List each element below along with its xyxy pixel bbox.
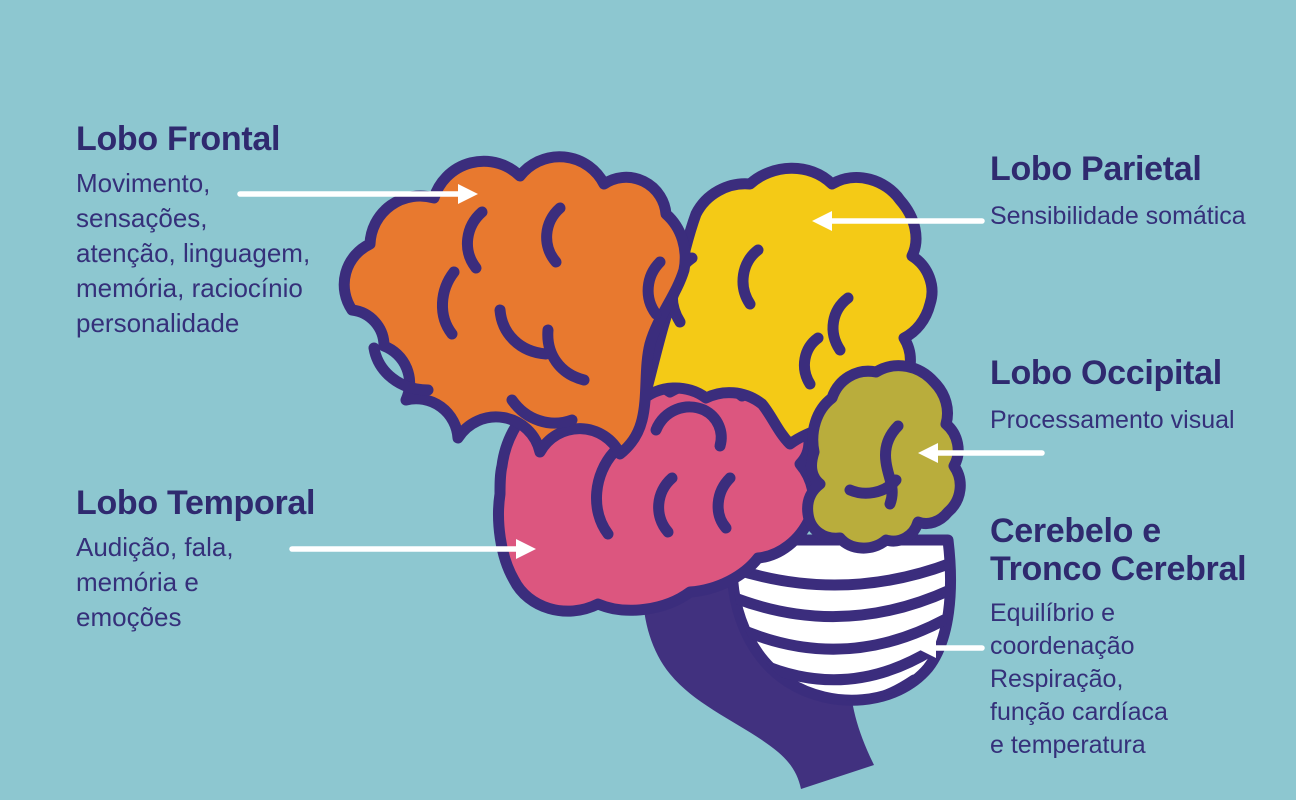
- frontal-title: Lobo Frontal: [76, 120, 281, 158]
- occipital-sulci: [844, 420, 904, 510]
- cerebellum-pointer-arrow: [916, 638, 985, 658]
- occipital-label-group: Lobo Occipital Processamento visual: [990, 354, 1290, 437]
- frontal-description: Movimento, sensações, atenção, linguagem…: [76, 168, 311, 338]
- temporal-label-group: Lobo Temporal Audição, fala, memória e e…: [76, 484, 376, 635]
- occipital-description: Processamento visual: [990, 406, 1235, 434]
- parietal-description: Sensibilidade somática: [990, 202, 1246, 230]
- cerebellum-folds: [732, 556, 951, 701]
- temporal-description: Audição, fala, memória e emoções: [76, 532, 234, 632]
- temporal-title: Lobo Temporal: [76, 484, 316, 522]
- temporal-sulci: [591, 401, 736, 540]
- cerebellum-shape: [726, 534, 956, 706]
- frontal-sulci: [368, 202, 666, 429]
- parietal-label-group: Lobo Parietal Sensibilidade somática: [990, 150, 1290, 233]
- frontal-pointer-arrow: [237, 184, 478, 204]
- temporal-lobe-shape: [493, 376, 820, 617]
- parietal-pointer-arrow: [812, 211, 985, 231]
- frontal-label-group: Lobo Frontal Movimento, sensações, atenç…: [76, 120, 376, 341]
- occipital-pointer-arrow: [918, 443, 1045, 463]
- cerebellum-label-group: Cerebelo e Tronco Cerebral Equilíbrio e …: [990, 512, 1290, 762]
- cerebellum-description: Equilíbrio e coordenação Respiração, fun…: [990, 599, 1168, 759]
- cerebellum-title: Cerebelo e Tronco Cerebral: [990, 512, 1247, 588]
- frontal-lobe-shape: [338, 151, 691, 460]
- occipital-lobe-shape: [802, 360, 966, 554]
- parietal-title: Lobo Parietal: [990, 150, 1202, 188]
- temporal-pointer-arrow: [289, 539, 536, 559]
- occipital-title: Lobo Occipital: [990, 354, 1222, 392]
